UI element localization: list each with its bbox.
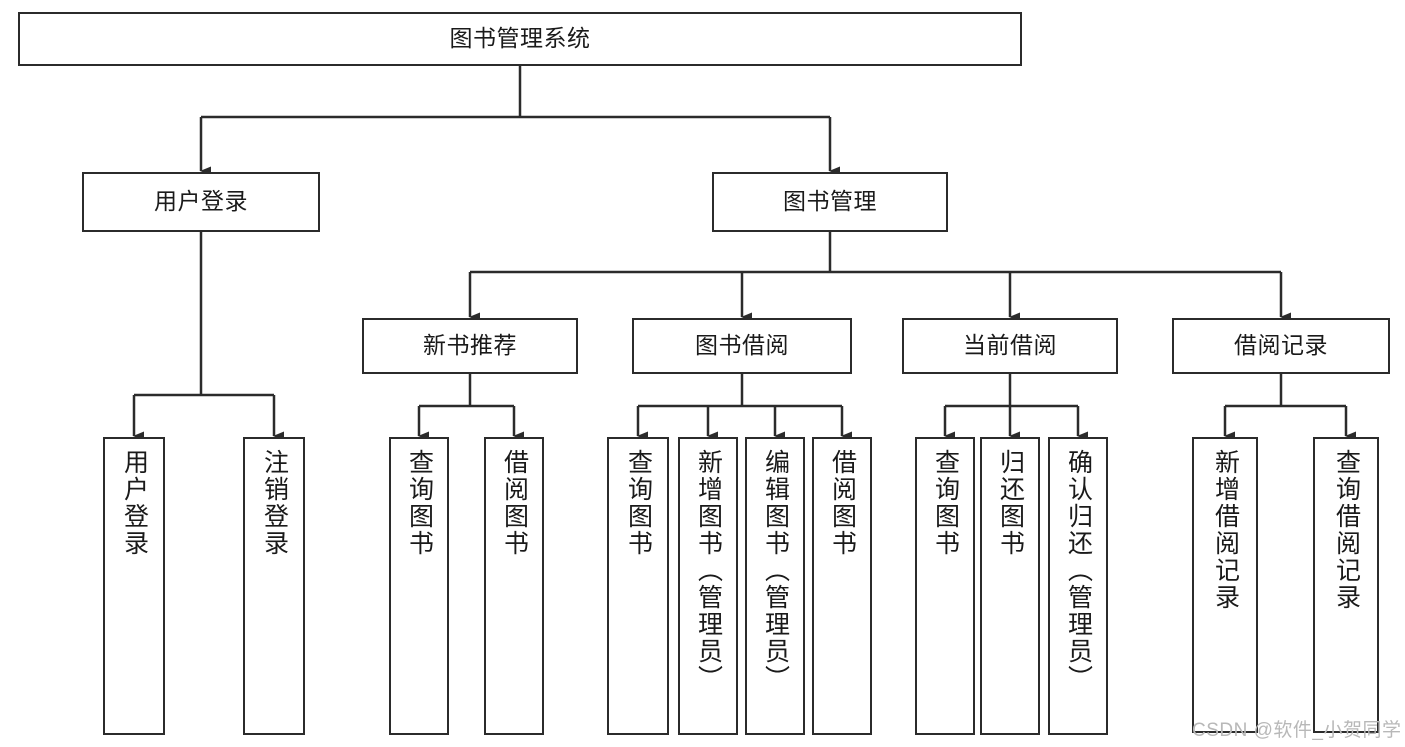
node-leaf-bb-add: 新增图书（管理员）: [678, 437, 738, 735]
node-leaf-user-logout: 注销登录: [243, 437, 305, 735]
node-label: 编辑图书（管理员）: [761, 449, 790, 692]
node-label: 新增借阅记录: [1211, 449, 1240, 611]
node-label: 查询借阅记录: [1332, 449, 1361, 611]
node-book-borrow: 图书借阅: [632, 318, 852, 374]
node-leaf-nbr-borrow: 借阅图书: [484, 437, 544, 735]
node-root: 图书管理系统: [18, 12, 1022, 66]
node-new-book-rec: 新书推荐: [362, 318, 578, 374]
node-label: 用户登录: [154, 188, 248, 215]
node-label: 查询图书: [405, 449, 434, 557]
node-leaf-user-login: 用户登录: [103, 437, 165, 735]
node-label: 图书管理系统: [449, 25, 591, 52]
node-leaf-cb-return: 归还图书: [980, 437, 1040, 735]
node-leaf-bb-borrow: 借阅图书: [812, 437, 872, 735]
node-user-login: 用户登录: [82, 172, 320, 232]
node-label: 借阅图书: [500, 449, 529, 557]
node-label: 查询图书: [931, 449, 960, 557]
node-label: 借阅图书: [828, 449, 857, 557]
node-label: 用户登录: [120, 449, 149, 557]
node-label: 借阅记录: [1234, 332, 1328, 359]
node-label: 新书推荐: [423, 332, 517, 359]
node-label: 新增图书（管理员）: [694, 449, 723, 692]
watermark: CSDN @软件_小贺同学: [1192, 720, 1402, 741]
node-leaf-nbr-query: 查询图书: [389, 437, 449, 735]
node-leaf-bb-query: 查询图书: [607, 437, 669, 735]
node-label: 注销登录: [260, 449, 289, 557]
node-label: 查询图书: [624, 449, 653, 557]
node-borrow-record: 借阅记录: [1172, 318, 1390, 374]
node-current-borrow: 当前借阅: [902, 318, 1118, 374]
node-label: 确认归还（管理员）: [1064, 449, 1093, 692]
node-label: 图书管理: [783, 188, 877, 215]
node-book-manage: 图书管理: [712, 172, 948, 232]
node-leaf-br-add: 新增借阅记录: [1192, 437, 1258, 733]
node-label: 图书借阅: [695, 332, 789, 359]
node-label: 当前借阅: [963, 332, 1057, 359]
node-leaf-bb-edit: 编辑图书（管理员）: [745, 437, 805, 735]
node-leaf-cb-confirm: 确认归还（管理员）: [1048, 437, 1108, 735]
node-leaf-cb-query: 查询图书: [915, 437, 975, 735]
node-label: 归还图书: [996, 449, 1025, 557]
node-leaf-br-query: 查询借阅记录: [1313, 437, 1379, 733]
